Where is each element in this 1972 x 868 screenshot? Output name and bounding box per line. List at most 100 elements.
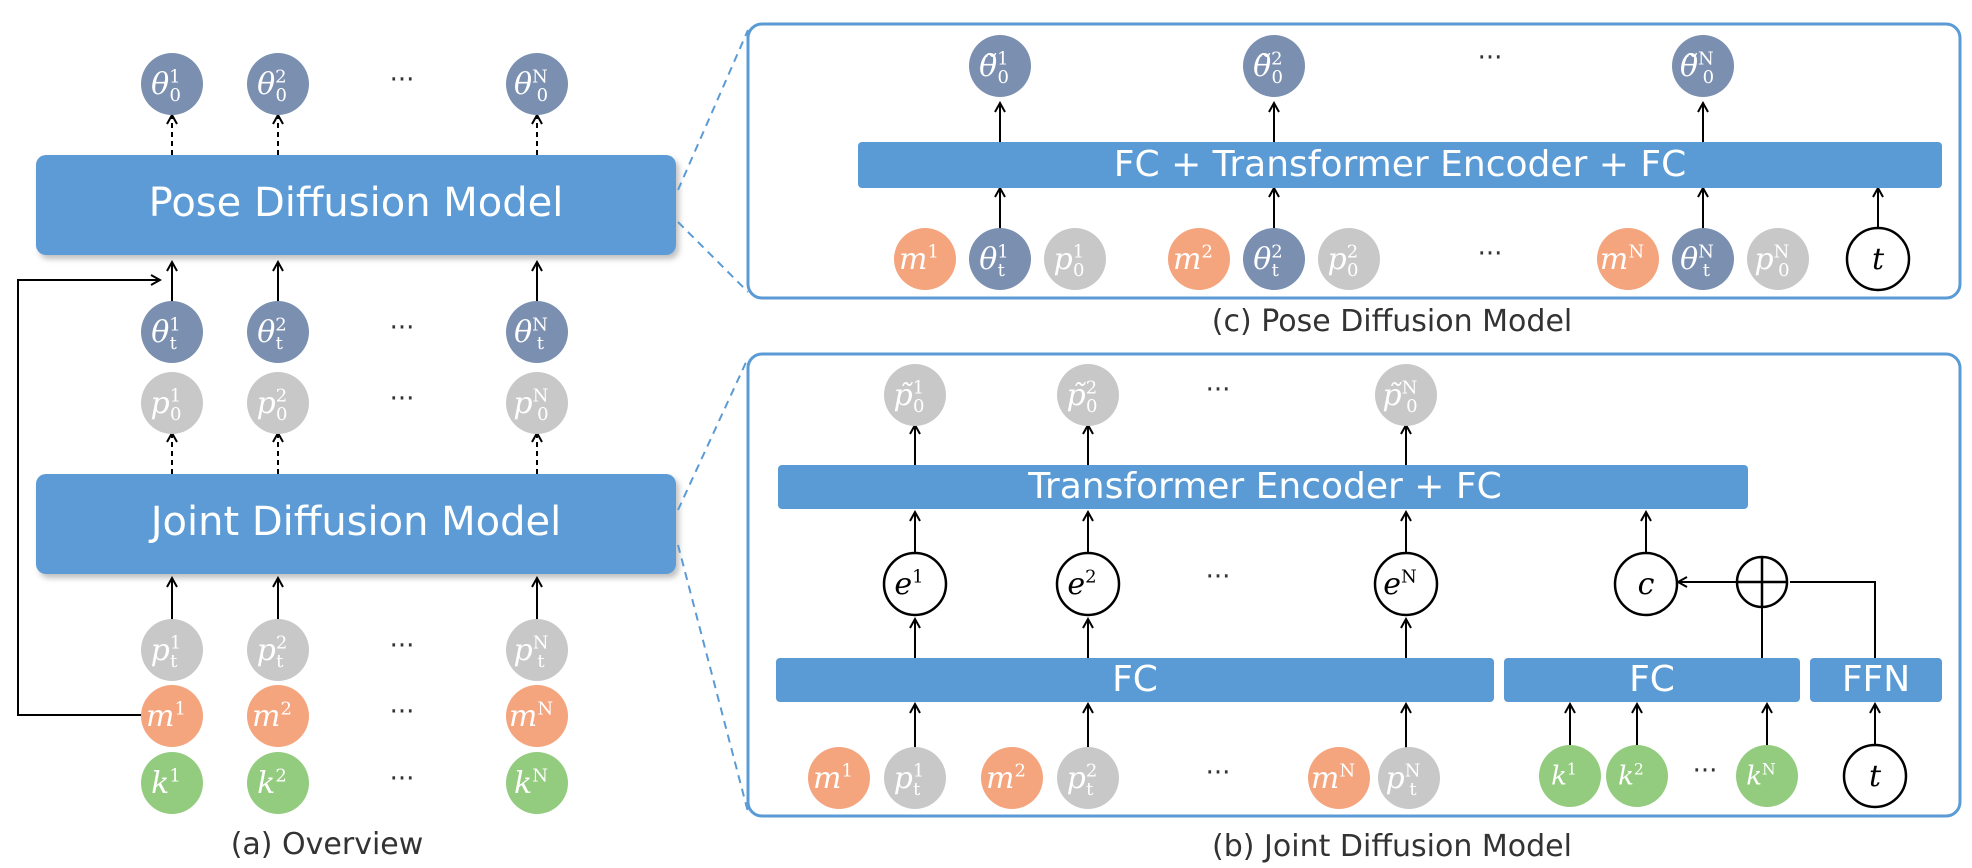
joint-e-node-2: e2	[1055, 551, 1121, 617]
joint-m-node-2-circle	[981, 747, 1043, 809]
joint-m-node-2: m2	[981, 747, 1043, 809]
overview-k-node-1-circle	[141, 752, 203, 814]
overview-pt-node-3-circle	[506, 619, 568, 681]
pose-diffusion-block	[36, 155, 676, 255]
joint-e-node-3-circle	[1373, 551, 1439, 617]
joint-k-node-2-label: k2	[1618, 761, 1644, 792]
joint-output-node-3-circle	[1375, 364, 1437, 426]
overview-k-node-2-circle	[247, 752, 309, 814]
overview-k-node-2: k2	[247, 752, 309, 814]
joint-m-node-1: m1	[808, 747, 870, 809]
overview-pt-node-1-circle	[141, 619, 203, 681]
joint-t-node-label: t	[1869, 759, 1882, 794]
joint-e-node-3-label: eN	[1383, 567, 1417, 602]
pose-fc-transformer-label: FC + Transformer Encoder + FC	[1114, 144, 1686, 185]
pose-output-node-2-circle	[1243, 35, 1305, 97]
joint-ffn-label: FFN	[1842, 659, 1910, 700]
joint-e-node-2-label: e2	[1067, 567, 1096, 602]
joint-k-node-3-circle	[1736, 745, 1798, 807]
pose-m-node-2-label: m2	[1173, 242, 1213, 277]
pose-m-node-2: m2	[1168, 228, 1230, 290]
pose-m-node-3-label: mN	[1600, 242, 1644, 277]
overview-p0-node-3-circle	[506, 372, 568, 434]
joint-p-node-3-circle	[1378, 747, 1440, 809]
joint-fc-block-2	[1504, 658, 1800, 702]
joint-input-ellipsis: ···	[1206, 758, 1231, 788]
overview-solid-arrows	[17, 262, 537, 716]
joint-k-node-2: k2	[1606, 745, 1668, 807]
overview-thetat-node-2-circle	[247, 301, 309, 363]
pose-m-node-1-label: m1	[899, 242, 939, 277]
joint-k-node-1: k1	[1539, 745, 1601, 807]
pose-m-node-1: m1	[894, 228, 956, 290]
overview-m-node-3-circle	[506, 685, 568, 747]
joint-p-node-1-circle	[884, 747, 946, 809]
joint-c-node-circle	[1613, 551, 1679, 617]
joint-e-node-1: e1	[882, 551, 948, 617]
joint-transformer-block	[778, 465, 1748, 509]
joint-m-node-3-circle	[1308, 747, 1370, 809]
overview-k-node-1: k1	[141, 752, 203, 814]
overview-theta0-node-2-circle	[247, 53, 309, 115]
joint-fc-label-1: FC	[1112, 659, 1158, 700]
overview-dashed-arrows-top	[172, 115, 537, 474]
joint-k-node-3: kN	[1736, 745, 1798, 807]
joint-panel-caption: (b) Joint Diffusion Model	[1212, 829, 1572, 864]
overview-thetat-node-1-circle	[141, 301, 203, 363]
joint-m-node-1-label: m1	[813, 761, 853, 796]
joint-output-node-1-circle	[884, 364, 946, 426]
joint-p-node-2-circle	[1057, 747, 1119, 809]
joint-m-node-3: mN	[1308, 747, 1370, 809]
pose-theta-node-2-circle	[1243, 228, 1305, 290]
sum-operator-icon	[1735, 555, 1789, 609]
overview-m-node-2-label: m2	[252, 699, 292, 734]
overview-theta0-node-3-circle	[506, 53, 568, 115]
overview-panel: Pose Diffusion Model Joint Diffusion Mod…	[17, 53, 676, 862]
overview-m-node-1: m1	[141, 685, 203, 747]
joint-k-node-3-label: kN	[1746, 761, 1775, 792]
joint-e-ellipsis: ···	[1206, 562, 1231, 592]
overview-k-node-1-label: k1	[151, 766, 181, 801]
joint-e-node-2-circle	[1055, 551, 1121, 617]
overview-caption: (a) Overview	[231, 827, 424, 862]
joint-diffusion-block-label: Joint Diffusion Model	[148, 499, 562, 545]
pose-output-node-1-circle	[969, 35, 1031, 97]
overview-k-node-3-circle	[506, 752, 568, 814]
overview-pt-node-2-circle	[247, 619, 309, 681]
overview-p0-ellipsis: ···	[390, 384, 415, 414]
overview-k-node-2-label: k2	[257, 766, 287, 801]
pose-p-node-2-circle	[1318, 228, 1380, 290]
overview-m-node-1-circle	[141, 685, 203, 747]
joint-output-ellipsis: ···	[1206, 375, 1231, 405]
joint-diffusion-block	[36, 474, 676, 574]
joint-fc-block-1	[776, 658, 1494, 702]
